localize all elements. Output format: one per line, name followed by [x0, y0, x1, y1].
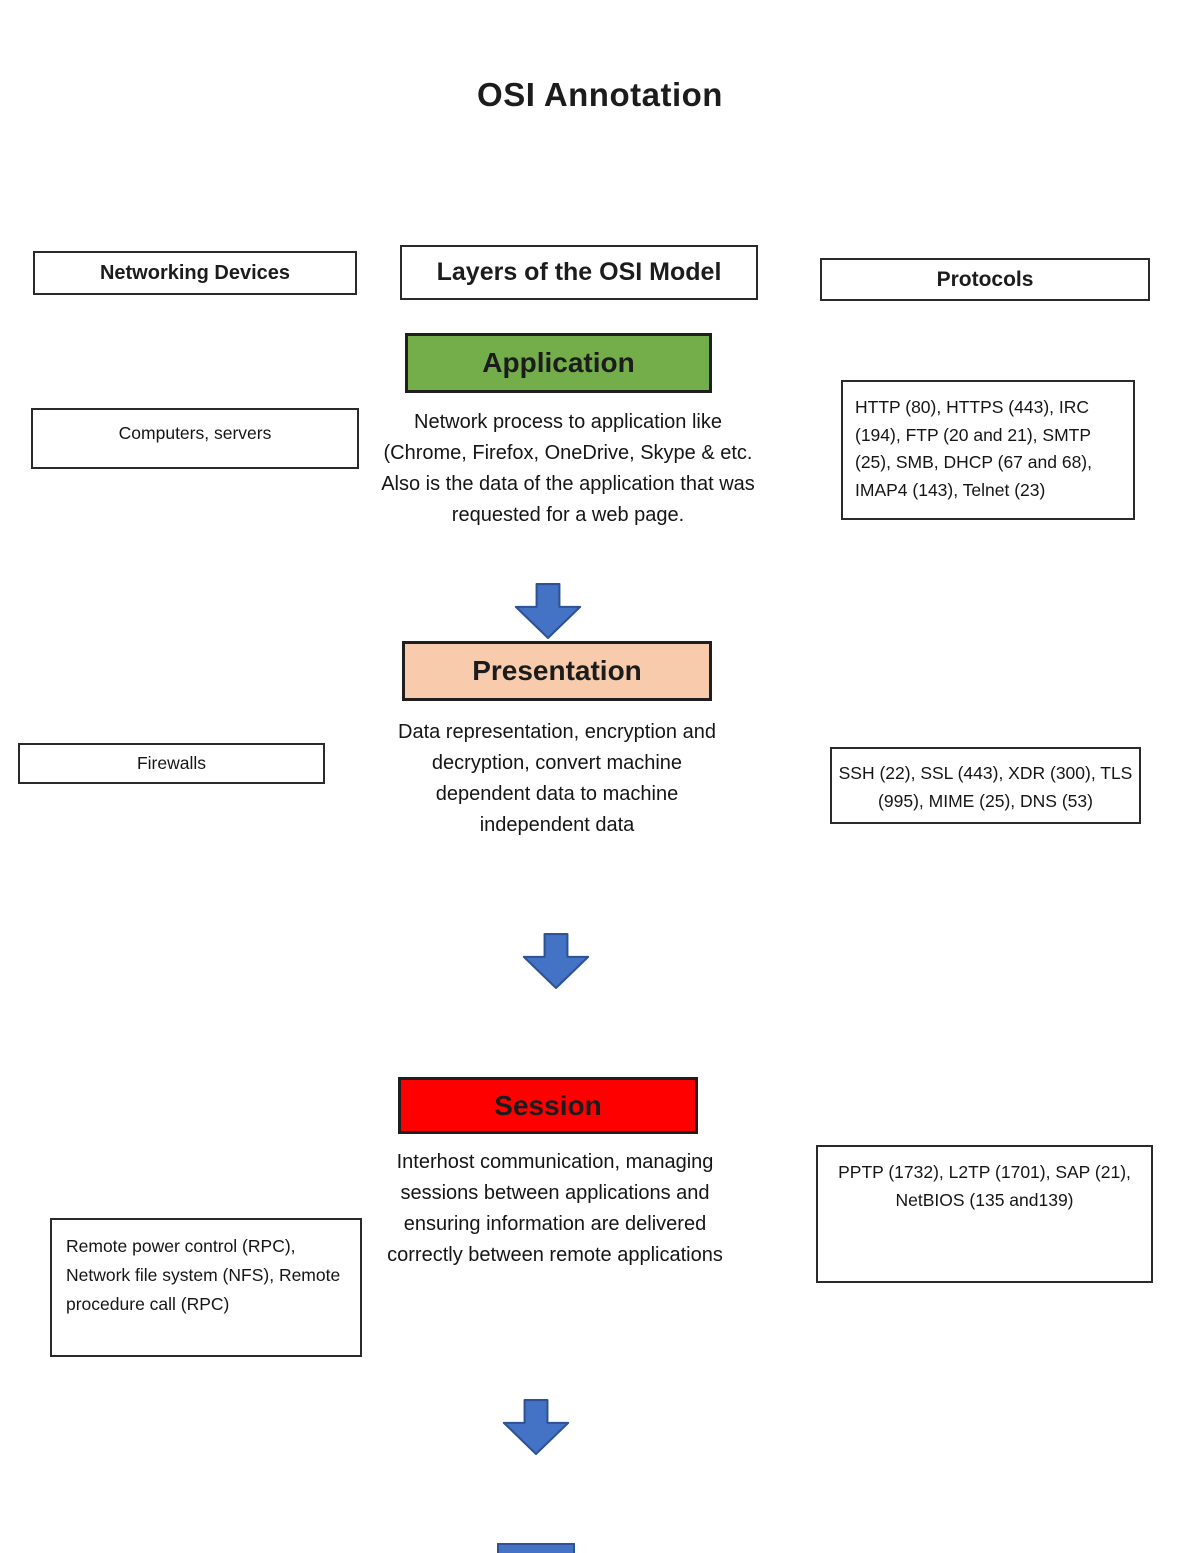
protocols-column-header: Protocols — [820, 258, 1150, 301]
layer-box-application-label: Application — [482, 347, 635, 378]
down-arrow-icon — [514, 583, 582, 639]
protocols-column-header-label: Protocols — [936, 267, 1034, 291]
protocols-box-presentation: SSH (22), SSL (443), XDR (300), TLS (995… — [830, 747, 1141, 824]
layer-box-presentation: Presentation — [402, 641, 712, 701]
layers-column-header-label: Layers of the OSI Model — [436, 258, 722, 286]
layers-column-header: Layers of the OSI Model — [400, 245, 758, 300]
protocols-box-application-label: HTTP (80), HTTPS (443), IRC (194), FTP (… — [855, 397, 1092, 500]
cut-off-arrow-stem — [497, 1543, 575, 1553]
down-arrow-icon — [502, 1399, 570, 1455]
protocols-box-session-label: PPTP (1732), L2TP (1701), SAP (21), NetB… — [838, 1162, 1131, 1210]
devices-box-presentation: Firewalls — [18, 743, 325, 784]
devices-box-session-label: Remote power control (RPC), Network file… — [66, 1236, 341, 1314]
protocols-box-application: HTTP (80), HTTPS (443), IRC (194), FTP (… — [841, 380, 1135, 520]
devices-column-header: Networking Devices — [33, 251, 357, 295]
page-title: OSI Annotation — [477, 76, 723, 113]
layer-box-session: Session — [398, 1077, 698, 1134]
devices-box-application-label: Computers, servers — [118, 423, 272, 443]
devices-column-header-label: Networking Devices — [99, 261, 291, 284]
protocols-box-session: PPTP (1732), L2TP (1701), SAP (21), NetB… — [816, 1145, 1153, 1283]
layer-description-presentation: Data representation, encryption and decr… — [398, 721, 716, 836]
devices-box-application: Computers, servers — [31, 408, 359, 469]
layer-box-presentation-label: Presentation — [472, 655, 642, 686]
layer-box-application: Application — [405, 333, 712, 393]
layer-description-session: Interhost communication, managing sessio… — [387, 1151, 723, 1266]
down-arrow-icon — [522, 933, 590, 989]
layer-description-application: Network process to application like (Chr… — [381, 411, 755, 526]
devices-box-session: Remote power control (RPC), Network file… — [50, 1218, 362, 1357]
protocols-box-presentation-label: SSH (22), SSL (443), XDR (300), TLS (995… — [838, 763, 1133, 811]
layer-box-session-label: Session — [494, 1089, 602, 1121]
devices-box-presentation-label: Firewalls — [136, 753, 207, 773]
